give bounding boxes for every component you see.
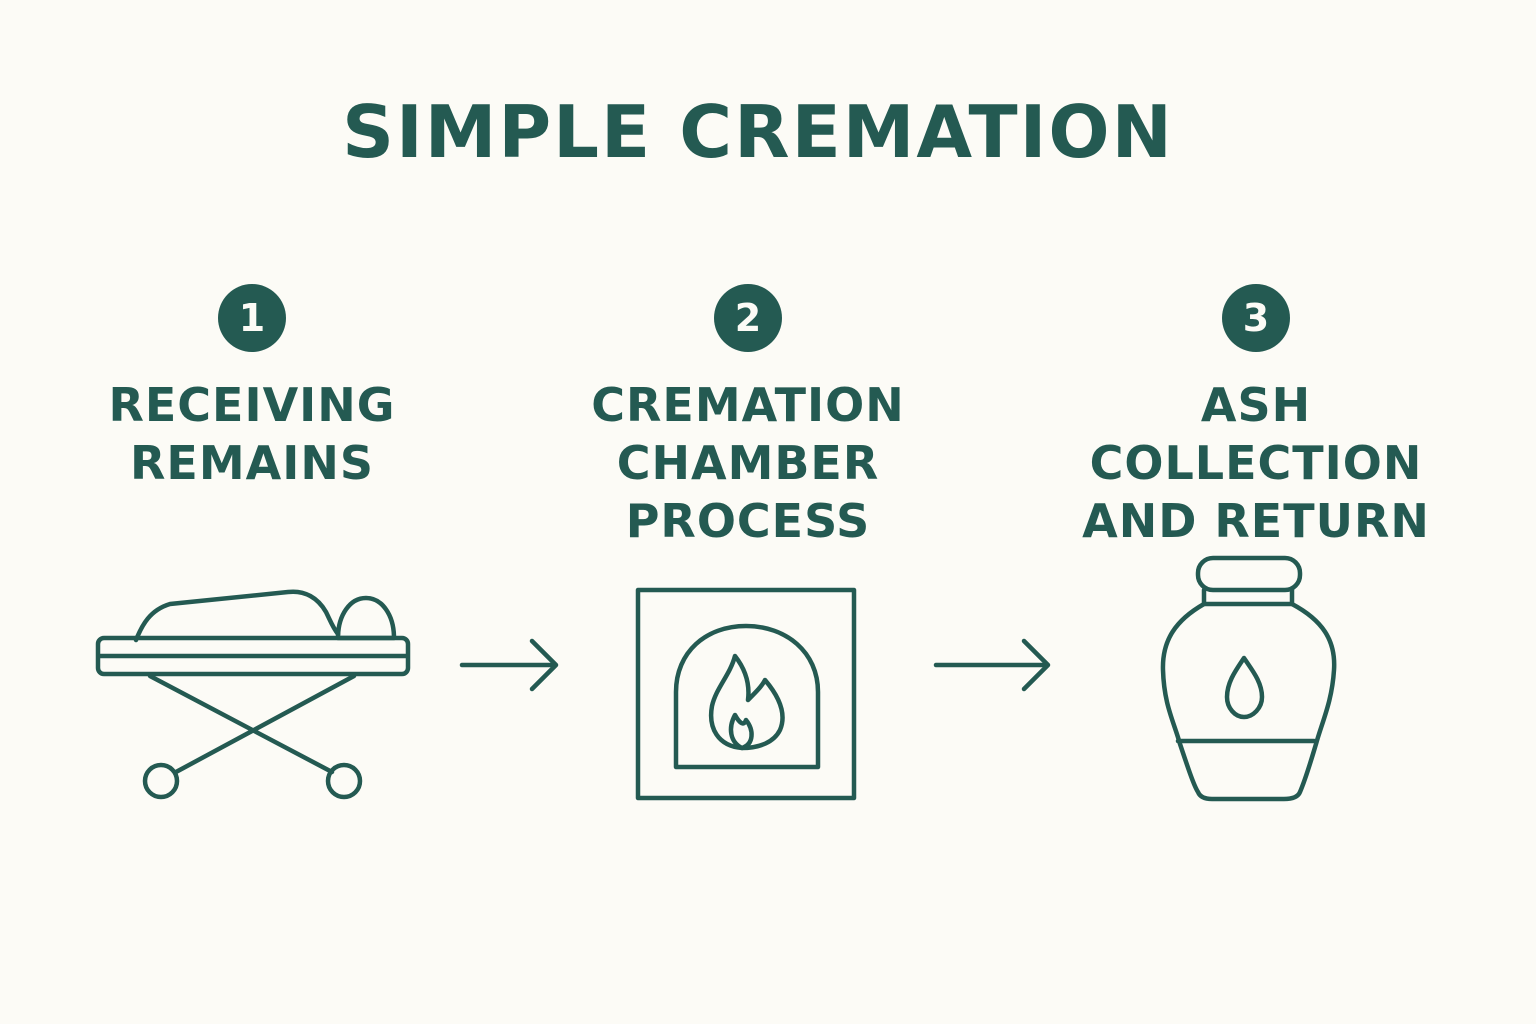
page-title: SIMPLE CREMATION: [342, 90, 1174, 174]
stretcher-icon: [95, 589, 411, 800]
step-label: CREMATION CHAMBER PROCESS: [528, 376, 968, 550]
step-3: 3 ASH COLLECTION AND RETURN: [1036, 284, 1476, 550]
right-arrow-icon: [459, 638, 559, 692]
step-number-badge: 2: [714, 284, 782, 352]
step-label-line: PROCESS: [625, 494, 871, 548]
step-label-line: RECEIVING: [108, 378, 396, 432]
step-label: RECEIVING REMAINS: [32, 376, 472, 492]
urn-icon: [1160, 555, 1337, 802]
step-label-line: ASH COLLECTION: [1089, 378, 1423, 490]
step-label: ASH COLLECTION AND RETURN: [1036, 376, 1476, 550]
step-number-badge: 3: [1222, 284, 1290, 352]
step-number-badge: 1: [218, 284, 286, 352]
right-arrow-icon: [933, 638, 1051, 692]
step-label-line: AND RETURN: [1082, 494, 1430, 548]
step-1: 1 RECEIVING REMAINS: [32, 284, 472, 492]
step-label-line: REMAINS: [130, 436, 374, 490]
step-label-line: CHAMBER: [616, 436, 880, 490]
cremation-chamber-icon: [635, 587, 857, 801]
step-label-line: CREMATION: [591, 378, 905, 432]
step-2: 2 CREMATION CHAMBER PROCESS: [528, 284, 968, 550]
